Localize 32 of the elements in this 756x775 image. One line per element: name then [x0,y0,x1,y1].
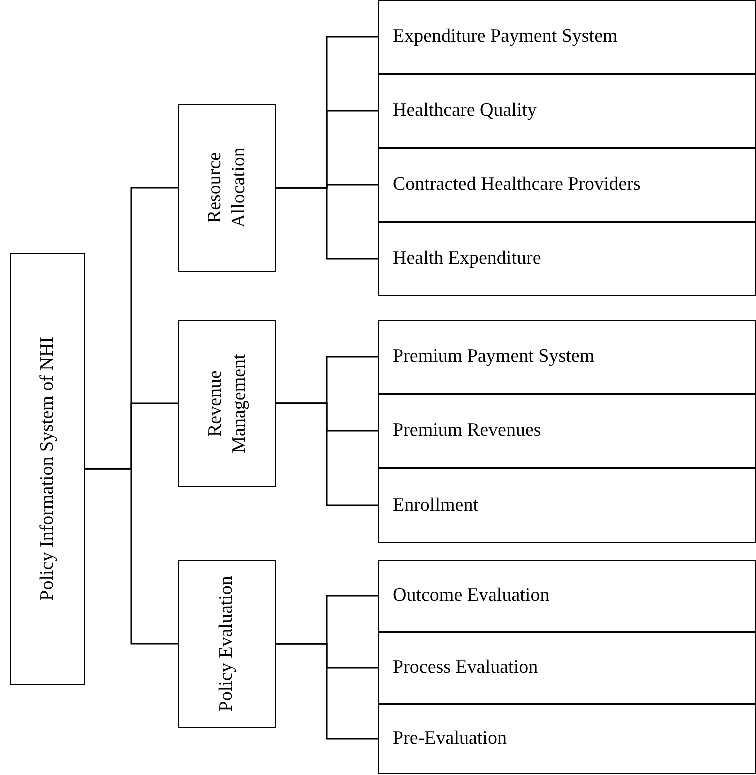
box-label: Expenditure Payment System [393,25,618,49]
box-label: Healthcare Quality [393,99,538,123]
item-box [378,632,756,704]
box-label: Enrollment [393,494,478,518]
connector-line [276,402,378,506]
box-label: Resource Allocation [203,146,250,230]
box-label: Pre-Evaluation [393,727,507,751]
item-box [378,320,756,394]
connector-line [85,468,178,645]
box-label: Policy Evaluation [215,575,238,714]
category-box [178,560,276,728]
box-label: Policy Information System of NHI [36,336,59,603]
item-box [378,74,756,148]
box-label: Health Expenditure [393,247,542,271]
box-label: Process Evaluation [393,656,538,680]
item-box [378,148,756,222]
connector-line [276,643,378,740]
category-box [178,320,276,487]
box-label: Premium Payment System [393,345,595,369]
category-box [178,104,276,272]
item-box [378,394,756,468]
box-label: Contracted Healthcare Providers [393,173,641,197]
box-label: Outcome Evaluation [393,584,550,608]
item-box [378,468,756,543]
item-box [378,704,756,774]
category-box [10,253,85,685]
box-label: Premium Revenues [393,419,542,443]
item-box [378,0,756,74]
connector-line [276,187,378,260]
item-box [378,560,756,632]
item-box [378,222,756,296]
box-label: Revenue Management [203,352,250,456]
